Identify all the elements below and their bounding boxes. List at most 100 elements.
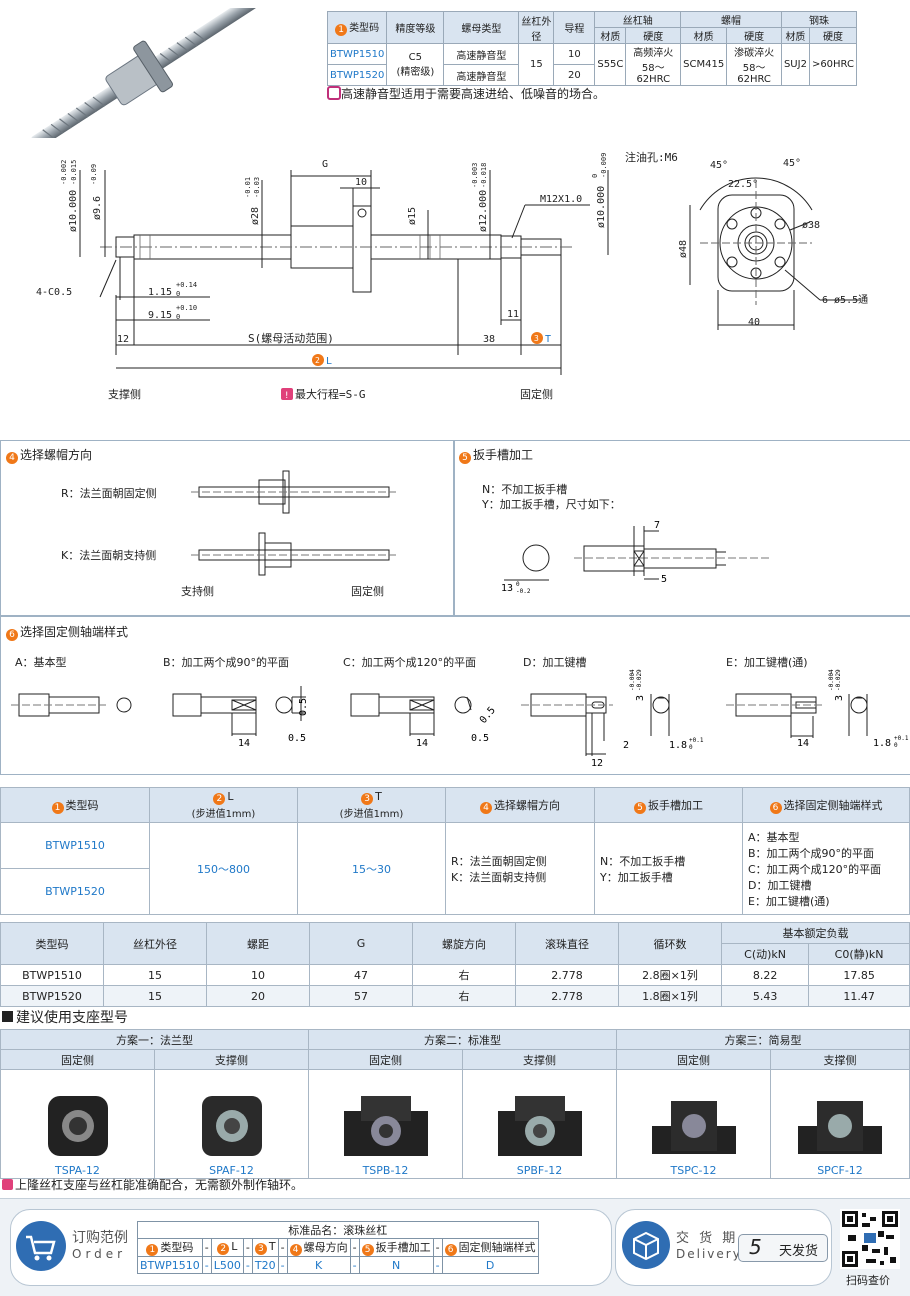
support-cell: SPCF-12: [770, 1069, 910, 1179]
model-label[interactable]: SPCF-12: [817, 1164, 863, 1177]
spaf-image: [201, 1096, 262, 1156]
dim-phi96-tol: -0.09: [90, 164, 98, 185]
type-code-cell: BTWP1520: [326, 64, 388, 86]
support-note: 上隆丝杠支座与丝杠能准确配合，无需额外制作轴环。: [2, 1176, 303, 1193]
svg-text:L: L: [326, 356, 332, 367]
svg-text:0: 0: [176, 313, 180, 321]
plan-2-header: 方案二：标准型: [308, 1029, 617, 1050]
precision-cell: C5(精密级): [386, 43, 445, 86]
nut-type-cell: 高速静音型: [443, 64, 520, 86]
angle-225: 22.5°: [728, 179, 758, 190]
dim-11: 11: [507, 309, 519, 320]
end-style-a: A：基本型: [15, 656, 67, 669]
support-cell: SPBF-12: [462, 1069, 617, 1179]
cart-icon: [16, 1221, 66, 1271]
support-cell: TSPB-12: [308, 1069, 463, 1179]
dim-g: G: [322, 159, 328, 170]
dim-phi15: ø15: [407, 207, 418, 225]
material-header: 材质: [680, 27, 728, 44]
material-header: 材质: [594, 27, 627, 44]
support-cell: SPAF-12: [154, 1069, 309, 1179]
svg-text:+0.1: +0.1: [894, 735, 909, 742]
model-label[interactable]: TSPB-12: [362, 1164, 409, 1177]
svg-text:2: 2: [315, 356, 320, 365]
dim-phi10-tol: -0.002: [60, 160, 68, 185]
main-drawing: G 10 ø15 M12X1.0 注油孔:M6 ø10.000 -0.002 -…: [0, 140, 910, 440]
fixed-side-label: 固定侧: [520, 387, 553, 401]
hardness-header: 硬度: [625, 27, 682, 44]
option-y: Y：加工扳手槽，尺寸如下：: [482, 498, 621, 511]
dim-phi96: ø9.6: [92, 196, 103, 220]
spcf-image: [798, 1101, 882, 1154]
direction-header: 选择螺帽方向: [494, 798, 560, 812]
fixed-side-label: 固定侧: [351, 585, 384, 598]
svg-text:-0.029: -0.029: [835, 669, 842, 691]
max-stroke-label: !最大行程=S-G: [281, 387, 366, 401]
note-icon: [327, 86, 341, 100]
dim-m12: M12X1.0: [540, 194, 582, 205]
svg-text:!: !: [284, 391, 289, 401]
section-5-title: 扳手槽加工: [473, 448, 534, 462]
delivery-label-cn: 交 货 期: [676, 1231, 739, 1246]
qr-code-icon[interactable]: [840, 1209, 900, 1269]
dim-7: 7: [654, 520, 660, 531]
end-style-drawings: 14 0.5 0.5 14 0.5 0.5 2 12 1.8 +0.1 0 3 …: [11, 669, 909, 769]
dim-12: 12: [591, 758, 603, 769]
model-label[interactable]: SPAF-12: [209, 1164, 254, 1177]
dim-phi48: ø48: [678, 240, 689, 258]
option-r: R：法兰面朝固定侧: [61, 487, 157, 500]
dim-phi10b: ø10.000: [596, 186, 607, 228]
end-style-d: D：加工键槽: [523, 656, 587, 669]
dim-2: 2: [623, 740, 629, 751]
model-label[interactable]: TSPA-12: [55, 1164, 100, 1177]
t-range-cell: 15～30: [297, 822, 446, 915]
dim-3: 3: [834, 695, 845, 701]
screw-shaft-header: 丝杠轴: [594, 11, 682, 28]
dim-40: 40: [748, 317, 760, 328]
screw-od-header: 丝杠外径: [518, 11, 555, 44]
svg-text:-0.2: -0.2: [516, 588, 531, 595]
type-code-header: 类型码: [349, 23, 380, 34]
support-cell: TSPA-12: [0, 1069, 155, 1179]
svg-text:+0.1: +0.1: [689, 737, 704, 744]
dim-05: 0.5: [478, 705, 498, 726]
tspa-image: [47, 1096, 108, 1156]
model-label[interactable]: SPBF-12: [516, 1164, 563, 1177]
dim-phi12-tol: -0.003: [471, 163, 479, 188]
spec-table: 类型码 丝杠外径 螺距 G 螺旋方向 滚珠直径 循环数 基本额定负载 C(动)k…: [0, 922, 910, 1007]
nut-material-cell: SCM415: [680, 43, 728, 86]
svg-text:-0.004: -0.004: [629, 669, 636, 691]
section-4-title: 选择螺帽方向: [20, 448, 93, 462]
wrench-header: 扳手槽加工: [648, 798, 703, 812]
ball-material-cell: SUJ2: [780, 43, 810, 86]
svg-text:-0.029: -0.029: [636, 669, 643, 691]
delivery-days: 5: [749, 1235, 762, 1259]
dim-phi10: ø10.000: [68, 190, 79, 232]
tspb-image: [343, 1096, 428, 1156]
dim-05: 0.5: [288, 733, 306, 744]
dim-915: 9.15: [148, 310, 172, 321]
svg-text:3: 3: [534, 334, 539, 343]
l-header: L: [227, 790, 234, 803]
hardness-header: 硬度: [808, 27, 858, 44]
nut-direction-drawing: [191, 470, 396, 576]
dim-14: 14: [416, 738, 428, 749]
end-style-e: E：加工键槽(通): [726, 656, 808, 669]
dim-05: 0.5: [471, 733, 489, 744]
model-label[interactable]: TSPC-12: [670, 1164, 717, 1177]
lead-cell: 10: [553, 43, 596, 65]
delivery-label-en: Delivery: [676, 1247, 742, 1261]
dim-phi28: ø28: [250, 207, 261, 225]
nut-type-cell: 高速静音型: [443, 43, 520, 65]
material-header: 材质: [780, 27, 810, 44]
delivery-icon: [622, 1221, 670, 1269]
